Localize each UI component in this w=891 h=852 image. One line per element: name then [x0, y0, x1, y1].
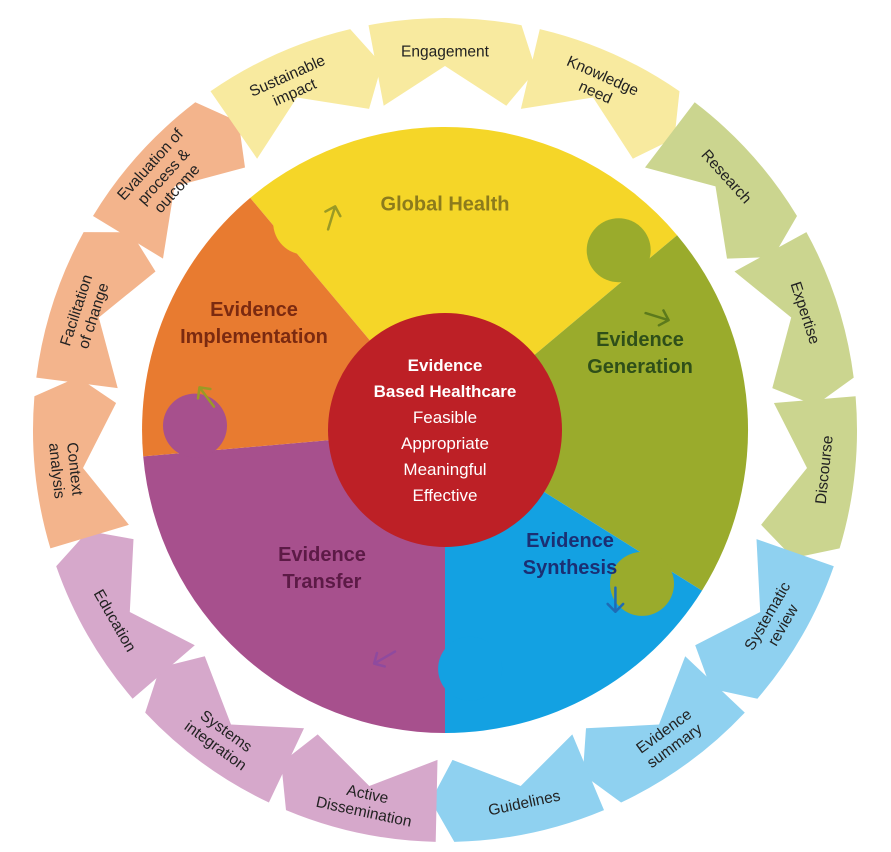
segment-expertise [734, 232, 854, 406]
center-title-line: Evidence [408, 356, 483, 375]
arrow-evidence-synthesis [606, 586, 625, 613]
segment-label-context-analysis-line: analysis [45, 442, 68, 500]
segment-engagement [368, 18, 536, 106]
label-evidence-synthesis-line: Evidence [526, 530, 614, 552]
segment-education [56, 531, 195, 699]
label-evidence-generation-line: Generation [587, 356, 693, 378]
knob-evidence-transfer-top [163, 393, 227, 458]
center-title-line: Based Healthcare [374, 382, 517, 401]
label-evidence-implementation-line: Implementation [180, 326, 328, 348]
segment-sustainable-impact [210, 29, 382, 159]
center-attribute: Meaningful [403, 460, 486, 479]
segment-label-context-analysis: Contextanalysis [45, 440, 86, 500]
segment-systems-integration [145, 656, 304, 803]
center-circle [328, 313, 562, 547]
segment-facilitation-of-change [36, 232, 156, 389]
knob-evidence-generation-bottom [610, 551, 674, 616]
label-global-health-line: Global Health [381, 193, 510, 215]
inner-wheel [142, 126, 749, 733]
label-evidence-implementation-line: Evidence [210, 299, 298, 321]
segment-knowledge-need [520, 29, 680, 159]
knob-evidence-generation-top [586, 218, 651, 283]
center-attribute: Appropriate [401, 434, 489, 453]
knob-global-health-left [273, 190, 338, 255]
segment-systematic-review [695, 539, 834, 699]
knob-evidence-synthesis-left [438, 636, 503, 701]
segment-guidelines [430, 734, 604, 842]
arrow-evidence-generation [644, 309, 670, 327]
center-attribute: Feasible [413, 408, 477, 427]
sector-evidence-generation [445, 235, 749, 591]
arrow-evidence-transfer [372, 650, 397, 668]
segment-label-engagement: Engagement [401, 43, 490, 60]
label-evidence-synthesis-line: Synthesis [523, 557, 617, 579]
label-evidence-transfer-line: Transfer [283, 571, 362, 593]
segment-label-context-analysis-line: Context [63, 441, 86, 497]
label-evidence-generation-line: Evidence [596, 329, 684, 351]
center-attribute: Effective [413, 486, 478, 505]
outer-ring: EngagementKnowledgeneedResearchExpertise… [33, 18, 857, 842]
arrow-evidence-implementation [196, 386, 216, 408]
segment-context-analysis [33, 377, 129, 549]
segment-evidence-summary [582, 656, 745, 803]
label-global-health: Global Health [381, 193, 510, 215]
segment-discourse [761, 396, 857, 559]
sector-global-health [250, 126, 678, 431]
segment-evaluation-of-process-outcome [93, 102, 245, 259]
arrow-global-health [324, 205, 342, 231]
label-evidence-transfer-line: Evidence [278, 544, 366, 566]
segment-label-engagement-line: Engagement [401, 43, 490, 60]
segment-active-dissemination [281, 734, 438, 842]
segment-research [645, 102, 797, 259]
